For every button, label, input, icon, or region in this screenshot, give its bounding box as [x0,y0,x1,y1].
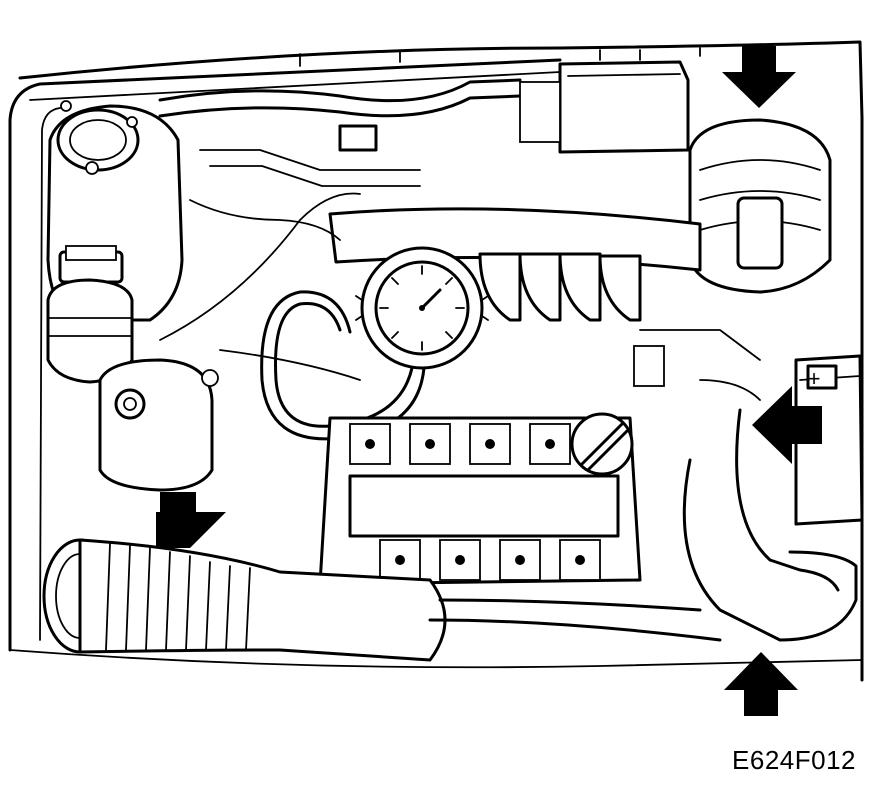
right-coolant-hose [428,408,858,642]
cylinder-head-cover [318,416,642,586]
battery-positive-symbol: + [808,366,821,391]
strut-tower [98,358,219,492]
brake-servo [688,118,832,294]
arrow-left-mid [156,492,226,548]
oil-filler-cap [46,245,134,384]
engine-bay-outline [8,40,864,682]
battery [794,354,864,526]
arrow-right-side [752,386,822,464]
head-oil-cap [570,412,634,476]
pressure-gauge [355,246,489,370]
arrow-bottom-right [724,652,798,716]
arrow-top-right [722,46,796,108]
air-intake-hose [42,538,447,662]
figure-code: E624F012 [732,745,856,775]
upper-hoses [158,78,522,187]
wiring-harness [159,192,761,401]
ecu-box [519,60,690,154]
